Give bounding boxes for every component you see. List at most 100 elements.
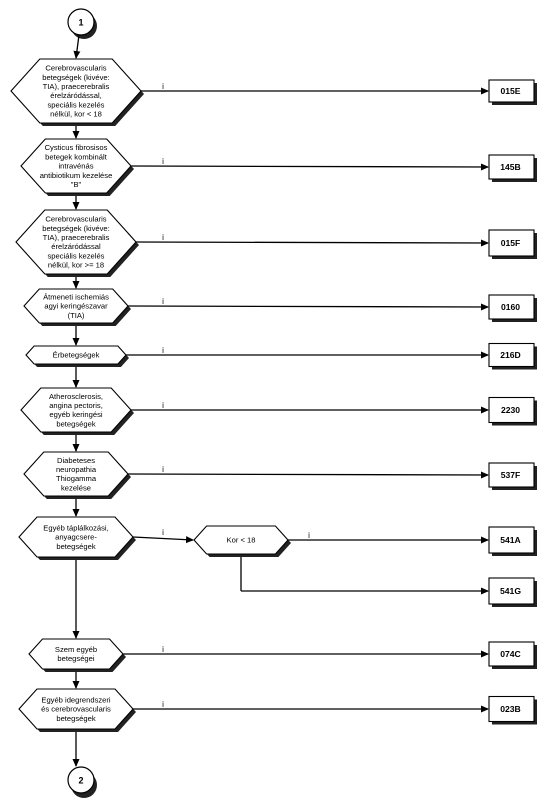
decision-2-label-line: "B" xyxy=(71,180,82,189)
edge-yes-4 xyxy=(127,303,489,311)
start-connector-label: 1 xyxy=(78,18,83,28)
outcome-box-023b-frame xyxy=(488,695,535,723)
outcome-box-145b-frame xyxy=(488,154,535,180)
end-connector: 2 xyxy=(67,766,97,798)
decision-3-label-line: speciális kezelés xyxy=(48,251,105,260)
decision-9-label-line: Szem egyéb xyxy=(55,645,97,654)
outcome-box-2230-code: 2230 xyxy=(501,405,520,415)
outcome-box-541a-frame xyxy=(488,526,535,554)
decision-1-label-line: nélkül, kor < 18 xyxy=(50,110,102,119)
decision-1-label-line: speciális kezelés xyxy=(48,100,105,109)
decision-6-label-line: angina pectoris, xyxy=(49,401,103,410)
decision-1-label-line: TIA), praecerebralis xyxy=(43,82,110,91)
decision-5: Érbetegségek xyxy=(25,345,129,367)
decision-age-label-line: Kor < 18 xyxy=(227,536,256,545)
decision-6: Atherosclerosis,angina pectoris,egyéb ke… xyxy=(20,387,134,435)
decision-4-shape xyxy=(23,288,129,324)
outcome-box-015f-frame xyxy=(488,229,535,257)
outcome-box-023b: 023B xyxy=(488,695,537,725)
outcome-box-145b: 145B xyxy=(488,154,537,182)
outcome-box-541g-frame xyxy=(488,577,535,605)
yes-label-2: i xyxy=(162,157,164,166)
decision-7-shape xyxy=(23,451,129,497)
outcome-box-541a-code: 541A xyxy=(500,535,521,545)
decision-7-label-line: neuropathia xyxy=(56,465,97,474)
decision-3-label-line: Cerebrovascularis xyxy=(45,215,106,224)
yes-label-age: i xyxy=(308,531,310,540)
outcome-box-537f: 537F xyxy=(488,462,537,490)
connectors: 1 2 xyxy=(67,8,97,798)
yes-label-10: i xyxy=(162,700,164,709)
outcome-box-2230-frame xyxy=(488,396,535,424)
yes-label-4: i xyxy=(162,297,164,306)
decision-8-label-line: anyagcsere- xyxy=(55,533,97,542)
decision-2-label-line: Cysticus fibrosisos xyxy=(45,143,108,152)
yes-label-5: i xyxy=(162,346,164,355)
yes-label-8: i xyxy=(162,528,164,537)
outcome-box-023b-code: 023B xyxy=(500,704,521,714)
decision-8-label-line: betegségek xyxy=(56,542,95,551)
outcome-box-145b-code: 145B xyxy=(500,162,521,172)
outcome-box-015e-frame xyxy=(488,79,535,103)
outcome-box-0160-frame xyxy=(488,294,535,320)
outcome-box-074c-frame xyxy=(488,641,535,667)
decision-age-shape xyxy=(193,525,289,555)
decision-10-label-line: és cerebrovascularis xyxy=(41,705,111,714)
decision-2-shape xyxy=(20,138,132,194)
outcome-box-216d: 216D xyxy=(488,342,537,370)
decision-3-label-line: nélkül, kor >= 18 xyxy=(48,261,104,270)
decision-6-label-line: egyéb keringési xyxy=(49,410,103,419)
outcome-box-541g: 541G xyxy=(488,577,537,607)
decision-8-label-line: Egyéb táplálkozási, xyxy=(43,523,108,532)
outcome-box-074c-code: 074C xyxy=(500,649,521,659)
outcome-box-015f: 015F xyxy=(488,229,537,259)
edge-yes-3 xyxy=(135,239,489,247)
decision-10-shape xyxy=(18,688,134,730)
outcome-box-015e-code: 015E xyxy=(500,86,520,96)
edge-yes-2 xyxy=(130,163,489,171)
decision-5-shape xyxy=(25,345,127,365)
outcome-box-216d-code: 216D xyxy=(500,350,521,360)
decision-1-label-line: Cerebrovascularis xyxy=(45,64,106,73)
decision-1-label-line: betegségek (kivéve: xyxy=(42,73,110,82)
decision-4-label-line: Átmeneti ischemiás xyxy=(43,292,109,301)
decision-6-label-line: Atherosclerosis, xyxy=(49,392,103,401)
decision-3-label-line: betegségek (kivéve: xyxy=(42,224,110,233)
decision-4-label-line: (TIA) xyxy=(68,311,85,320)
outcome-boxes: 015E 145B 015F 0160 216D 2230 537F 541A 541G 074C… xyxy=(488,79,537,725)
decision-2-label-line: antibiotikum kezelése xyxy=(40,171,113,180)
decision-6-label-line: betegségek xyxy=(56,419,95,428)
decision-8-shape xyxy=(18,516,134,558)
decision-7-label-line: Thiogamma xyxy=(56,474,97,483)
outcome-box-015f-code: 015F xyxy=(501,238,521,248)
outcome-box-541g-code: 541G xyxy=(500,586,521,596)
decision-8: Egyéb táplálkozási,anyagcsere-betegségek xyxy=(18,516,136,560)
decision-1-label-line: érelzáródással, xyxy=(50,91,102,100)
decision-7-label-line: Diabeteses xyxy=(57,456,95,465)
decision-9-label-line: betegségei xyxy=(57,654,94,663)
start-connector: 1 xyxy=(67,8,97,39)
decision-3-label-line: TIA), praecerebralis xyxy=(43,233,110,242)
outcome-box-2230: 2230 xyxy=(488,396,537,426)
decision-10-label-line: Egyéb idegrendszeri xyxy=(41,695,111,704)
yes-label-7: i xyxy=(162,465,164,474)
outcome-box-015e: 015E xyxy=(488,79,537,105)
outcome-box-0160-code: 0160 xyxy=(501,302,520,312)
decision-9-shape xyxy=(28,638,124,670)
outcome-box-541a: 541A xyxy=(488,526,537,556)
decision-2-label-line: betegek kombinált xyxy=(45,152,108,161)
edge-start xyxy=(73,34,81,59)
decision-6-shape xyxy=(20,387,132,433)
end-connector-label: 2 xyxy=(78,776,83,786)
edge-yes-7 xyxy=(127,471,489,479)
decision-10-label-line: betegségek xyxy=(56,714,95,723)
outcome-box-537f-frame xyxy=(488,462,535,488)
outcome-box-0160: 0160 xyxy=(488,294,537,322)
